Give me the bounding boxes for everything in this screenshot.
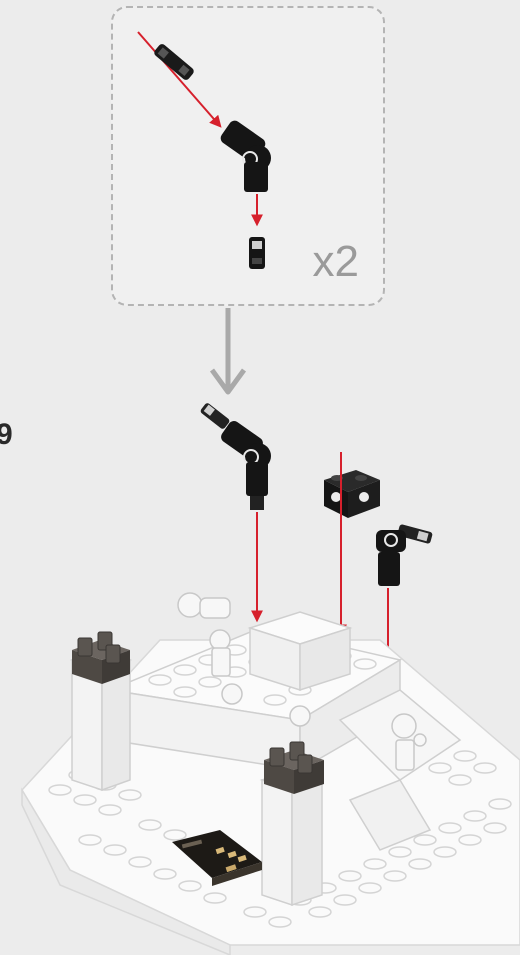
assembled-connector-right xyxy=(376,524,433,586)
small-pin-part xyxy=(249,237,265,269)
callout-red-arrow-1 xyxy=(138,32,220,126)
assembled-connector-left xyxy=(199,402,271,510)
technic-brick-part xyxy=(324,470,380,518)
trans-black-brick-left xyxy=(72,632,130,684)
angle-connector-part xyxy=(218,118,271,192)
callout-connector-arrow xyxy=(212,308,244,392)
technic-pin-part xyxy=(153,42,196,81)
main-model xyxy=(22,593,520,955)
